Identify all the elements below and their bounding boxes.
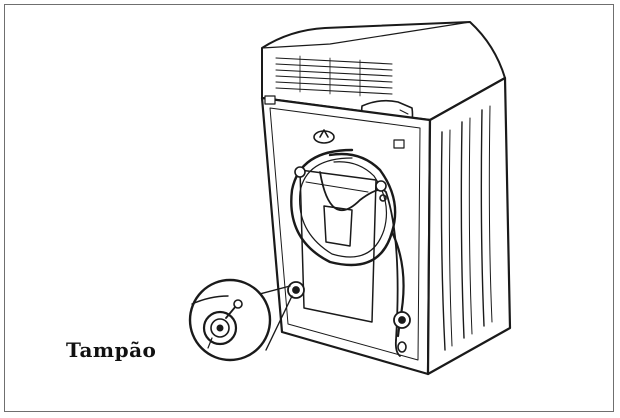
- up-arrow-symbol: [313, 129, 335, 144]
- top-fasteners: [264, 95, 405, 149]
- vent-grille: [275, 55, 393, 97]
- plug-detail-magnifier: [188, 278, 272, 362]
- transit-bolt-plugs: [287, 281, 411, 329]
- hose-clips: [294, 166, 387, 202]
- rear-cover-plate: [299, 169, 377, 323]
- side-panel: [426, 76, 512, 376]
- plug-callout-label: Tampão: [66, 338, 157, 362]
